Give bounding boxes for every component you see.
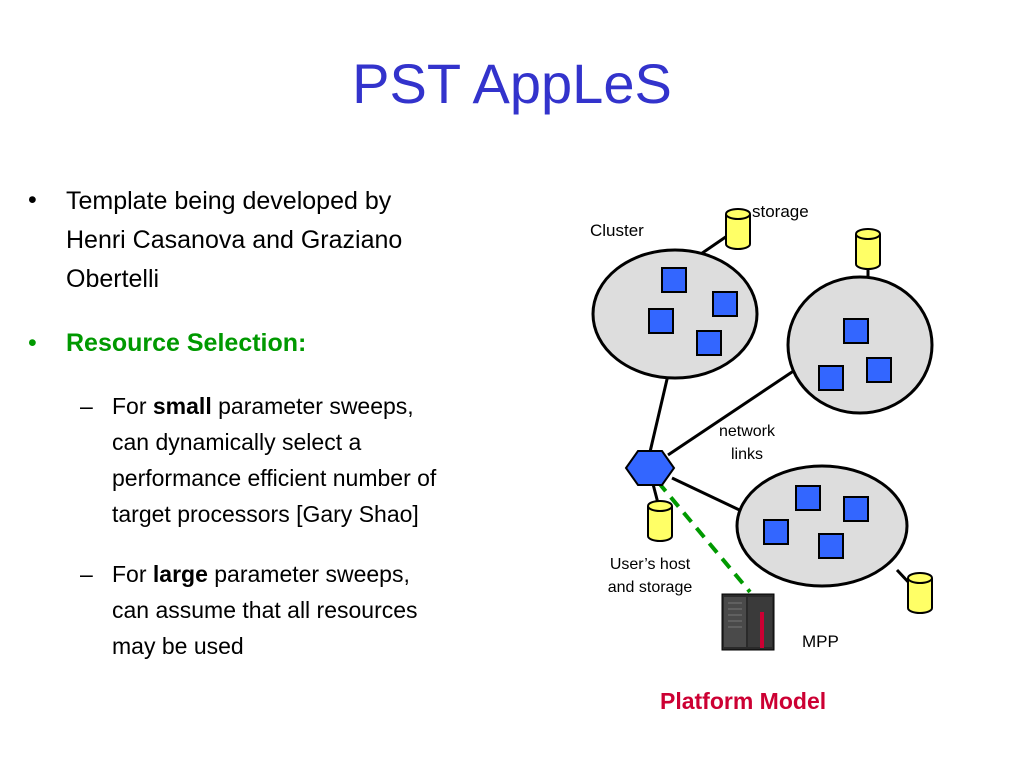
cluster-2	[786, 275, 934, 415]
subbullet-rest: parameter sweeps,	[207, 561, 410, 587]
processor-node	[818, 365, 844, 391]
subbullet-marker: –	[80, 561, 93, 587]
subbullet-line: may be used	[112, 633, 244, 659]
link-host-cluster1	[648, 374, 670, 453]
subbullet-bold: small	[152, 393, 212, 419]
label-user-line: User’s host	[609, 556, 691, 573]
link-host-mpp	[656, 480, 752, 594]
label-mpp: MPP	[802, 632, 839, 651]
user-host-hexagon	[624, 450, 676, 486]
subbullet-prefix: For	[112, 561, 153, 587]
processor-node	[648, 308, 674, 334]
label-user-host: User’s host and storage	[588, 553, 712, 599]
subbullet-line: target processors [Gary Shao]	[112, 501, 419, 527]
processor-node	[843, 318, 869, 344]
storage-cylinder	[725, 208, 751, 250]
label-network-line: links	[730, 446, 763, 463]
bullet-line: Obertelli	[66, 265, 160, 293]
subbullet-rest: parameter sweeps,	[211, 393, 414, 419]
subbullet-small: For small parameter sweeps, can dynamica…	[112, 388, 532, 532]
subbullet-large: For large parameter sweeps, can assume t…	[112, 556, 532, 664]
bullet-marker: •	[28, 329, 37, 357]
processor-node	[696, 330, 722, 356]
subbullet-marker: –	[80, 393, 93, 419]
label-user-line: and storage	[607, 579, 693, 596]
subbullet-line: can assume that all resources	[112, 597, 418, 623]
subbullet-bold: large	[152, 561, 208, 587]
processor-node	[661, 267, 687, 293]
subbullet-line: For large parameter sweeps,	[112, 556, 532, 592]
processor-node	[818, 533, 844, 559]
subbullet-prefix: For	[112, 393, 153, 419]
subbullet-line: For small parameter sweeps,	[112, 388, 532, 424]
subbullet-line: can dynamically select a	[112, 429, 362, 455]
processor-node	[763, 519, 789, 545]
link-host-cluster2	[667, 368, 796, 457]
storage-cylinder	[647, 500, 673, 542]
processor-node	[843, 496, 869, 522]
label-cluster: Cluster	[590, 221, 644, 240]
processor-node	[712, 291, 738, 317]
processor-node	[795, 485, 821, 511]
cluster-3	[735, 464, 909, 588]
processor-node	[866, 357, 892, 383]
label-network-line: network	[718, 423, 776, 440]
bullet-line: Template being developed by	[66, 187, 392, 215]
subbullet-line: performance efficient number of	[112, 465, 437, 491]
diagram-caption: Platform Model	[660, 688, 827, 714]
bullet-template-info: Template being developed by Henri Casano…	[66, 182, 516, 299]
bullet-marker: •	[28, 186, 37, 214]
storage-cylinder	[855, 228, 881, 270]
mpp-icon	[721, 593, 775, 651]
bullet-resource-selection: Resource Selection:	[66, 329, 307, 357]
label-storage: storage	[752, 202, 809, 221]
page-title: PST AppLeS	[352, 52, 672, 115]
bullet-line: Henri Casanova and Graziano	[66, 226, 403, 254]
link-host-cluster3	[671, 476, 751, 517]
storage-cylinder	[907, 572, 933, 614]
label-network-links: network links	[706, 420, 788, 466]
